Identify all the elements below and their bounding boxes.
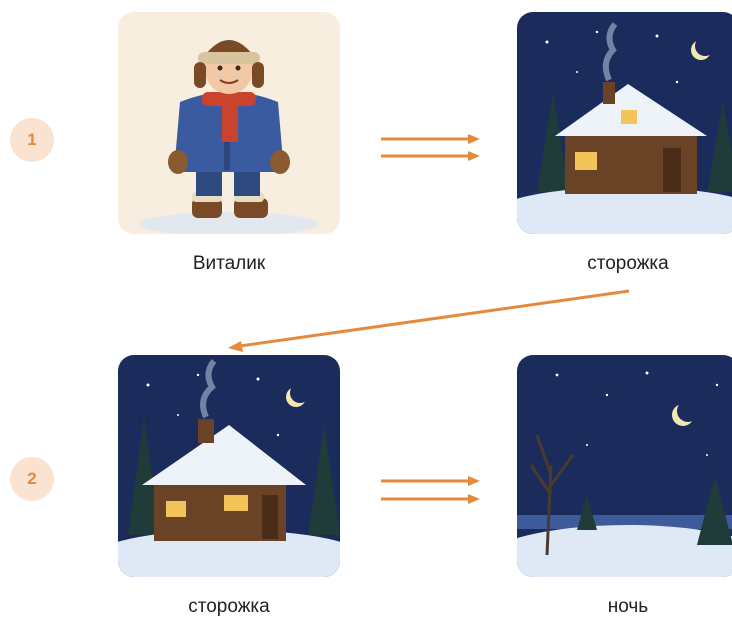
caption-row1-right: сторожка bbox=[587, 253, 669, 274]
row-number-1: 1 bbox=[27, 130, 37, 149]
row-number-badge-1: 1 bbox=[10, 118, 54, 162]
double-arrow-row1 bbox=[381, 134, 480, 161]
transition-arrow-diagonal bbox=[228, 289, 630, 352]
caption-row2-right: ночь bbox=[607, 596, 649, 617]
caption-row1-left: Виталик bbox=[192, 253, 266, 274]
cabin-image-row1 bbox=[517, 12, 732, 234]
cabin-image-row2 bbox=[118, 355, 340, 577]
row-number-2: 2 bbox=[27, 469, 37, 488]
double-arrow-row2 bbox=[381, 476, 480, 504]
boy-image bbox=[118, 12, 340, 234]
night-image bbox=[517, 355, 732, 577]
caption-row2-left: сторожка bbox=[188, 596, 270, 617]
row-number-badge-2: 2 bbox=[10, 457, 54, 501]
